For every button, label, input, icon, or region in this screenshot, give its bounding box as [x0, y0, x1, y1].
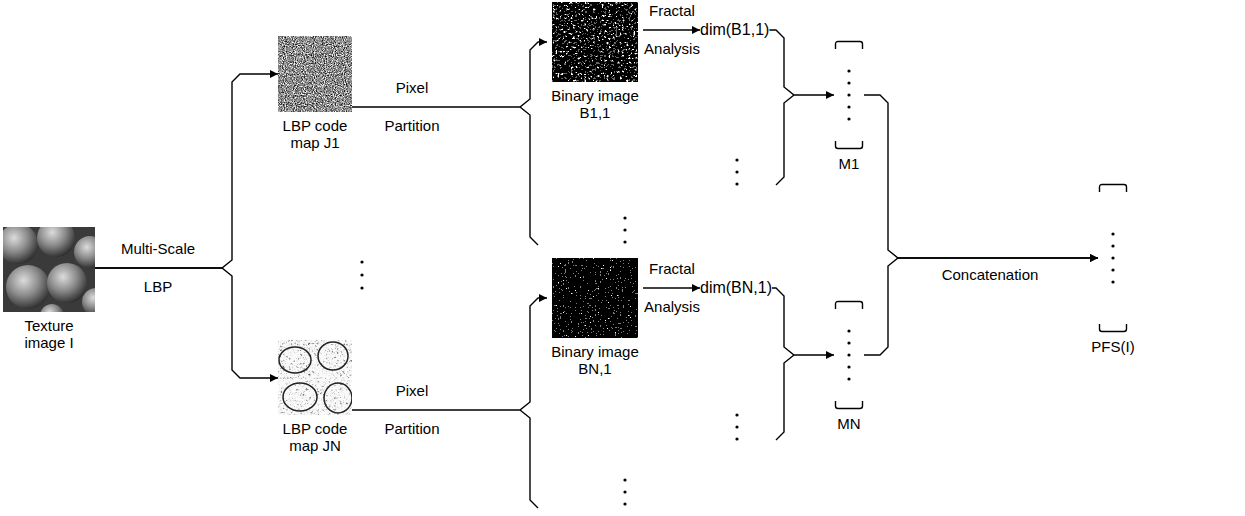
caption: PFS(I)	[1073, 338, 1153, 355]
caption: Binary image BN,1	[547, 343, 643, 378]
caption: Texture image I	[3, 317, 95, 352]
image-area	[278, 36, 352, 112]
connector	[95, 268, 278, 378]
value-text: dim(B1,1)	[700, 20, 769, 40]
vector-bracket	[834, 300, 864, 410]
texture-photo	[3, 227, 95, 312]
connector	[769, 30, 834, 95]
caption: LBP code map JN	[278, 420, 352, 455]
code-map-image	[278, 36, 352, 112]
caption: Binary image B1,1	[547, 87, 643, 122]
edge-label: Pixel Partition	[376, 69, 448, 145]
edge-label: Concatenation	[942, 266, 1039, 283]
feature-vector: M1	[834, 40, 864, 172]
value-text: dim(BN,1)	[700, 278, 772, 298]
edge-label: Fractal Analysis	[636, 0, 708, 68]
dimension-value: dim(B1,1)	[700, 20, 769, 40]
caption: M1	[809, 155, 889, 172]
connector	[772, 288, 834, 355]
code-map: LBP code map J1	[278, 36, 352, 152]
image-area	[278, 340, 352, 415]
image-area	[3, 227, 95, 312]
connector	[643, 287, 700, 288]
edge-label: Fractal Analysis	[636, 250, 708, 326]
connector	[352, 42, 547, 107]
dimension-value: dim(BN,1)	[700, 278, 772, 298]
connector	[352, 298, 547, 410]
connector	[864, 95, 1098, 258]
code-map: LBP code map JN	[278, 340, 352, 455]
binary-image: Binary image B1,1	[547, 2, 643, 122]
image-area	[547, 258, 643, 338]
code-map-image	[278, 340, 352, 415]
connector	[864, 258, 1098, 355]
caption: LBP code map J1	[278, 117, 352, 152]
feature-vector: PFS(I)	[1098, 183, 1128, 355]
binary-image-picture	[552, 2, 638, 82]
ellipsis-dots	[360, 158, 738, 505]
caption: MN	[809, 415, 889, 432]
vector-bracket	[834, 40, 864, 150]
edge-label: Pixel Partition	[376, 372, 448, 448]
image-area	[547, 2, 643, 82]
texture-image: Texture image I	[3, 227, 95, 352]
brace	[520, 95, 794, 508]
binary-image-picture	[552, 258, 638, 338]
vector-bracket	[1098, 183, 1128, 333]
connector	[95, 74, 278, 268]
edge-label: Multi-Scale LBP	[113, 230, 203, 306]
binary-image: Binary image BN,1	[547, 258, 643, 378]
feature-vector: MN	[834, 300, 864, 432]
connector	[643, 29, 700, 30]
